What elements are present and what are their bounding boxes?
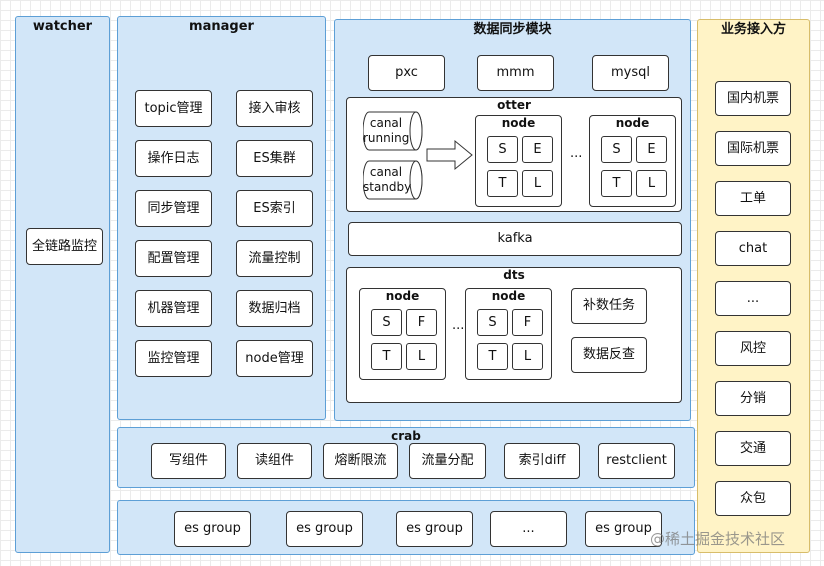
- manager-item[interactable]: 机器管理: [135, 290, 212, 327]
- node-cell-f: F: [512, 309, 543, 336]
- node-cell-f: F: [406, 309, 437, 336]
- business-title: 业务接入方: [720, 22, 786, 37]
- node-cell-t: T: [371, 343, 402, 370]
- dts-container: dts node S F T L ... node S F T L 补数任务 数…: [346, 267, 682, 403]
- es-group-ellipsis-box[interactable]: ...: [490, 511, 567, 547]
- watermark: @稀土掘金技术社区: [650, 530, 786, 548]
- es-group-box[interactable]: es group: [286, 511, 363, 547]
- node-cell-l: L: [406, 343, 437, 370]
- arrow-right-icon: [426, 139, 473, 171]
- crab-item[interactable]: 读组件: [237, 443, 312, 479]
- otter-container: otter canal running canal standby node S…: [346, 97, 682, 212]
- manager-item[interactable]: 操作日志: [135, 140, 212, 177]
- manager-item[interactable]: topic管理: [135, 90, 212, 127]
- manager-item[interactable]: 流量控制: [236, 240, 313, 277]
- node-cell-l: L: [512, 343, 543, 370]
- node-cell-s: S: [371, 309, 402, 336]
- es-group-box[interactable]: es group: [585, 511, 662, 547]
- canal-running-line2: running: [363, 131, 410, 145]
- es-group-box[interactable]: es group: [396, 511, 473, 547]
- dts-title: dts: [503, 268, 525, 282]
- source-pxc[interactable]: pxc: [368, 55, 445, 91]
- crab-item[interactable]: 写组件: [151, 443, 226, 479]
- data-sync-title: 数据同步模块: [473, 22, 552, 37]
- source-mmm[interactable]: mmm: [477, 55, 554, 91]
- kafka-box[interactable]: kafka: [348, 222, 682, 256]
- dts-node[interactable]: node S F T L: [465, 288, 552, 380]
- business-panel: 业务接入方 国内机票 国际机票 工单 chat ... 风控 分销 交通 众包: [697, 19, 810, 553]
- node-cell-s: S: [487, 136, 518, 163]
- otter-title: otter: [497, 98, 531, 112]
- manager-item[interactable]: 同步管理: [135, 190, 212, 227]
- node-cell-l: L: [522, 170, 553, 197]
- manager-item[interactable]: 监控管理: [135, 340, 212, 377]
- node-cell-l: L: [636, 170, 667, 197]
- business-item[interactable]: 国际机票: [715, 131, 791, 166]
- otter-node[interactable]: node S E T L: [589, 115, 676, 207]
- business-item[interactable]: 交通: [715, 431, 791, 466]
- reverse-query-box[interactable]: 数据反查: [571, 337, 647, 373]
- business-item[interactable]: 国内机票: [715, 81, 791, 116]
- node-cell-t: T: [601, 170, 632, 197]
- cylinder-shape: [362, 111, 423, 151]
- watcher-title: watcher: [32, 19, 93, 34]
- crab-item[interactable]: 索引diff: [504, 443, 580, 479]
- node-cell-t: T: [477, 343, 508, 370]
- manager-item[interactable]: node管理: [236, 340, 313, 377]
- manager-item[interactable]: ES索引: [236, 190, 313, 227]
- canal-standby-cylinder[interactable]: canal standby: [362, 160, 425, 200]
- node-cell-e: E: [522, 136, 553, 163]
- business-item[interactable]: 风控: [715, 331, 791, 366]
- manager-item[interactable]: 配置管理: [135, 240, 212, 277]
- otter-ellipsis: ...: [570, 146, 583, 161]
- crab-item[interactable]: 熔断限流: [323, 443, 398, 479]
- node-title: node: [501, 116, 536, 130]
- manager-panel: manager topic管理 接入审核 操作日志 ES集群 同步管理 ES索引…: [117, 16, 326, 420]
- node-cell-t: T: [487, 170, 518, 197]
- node-cell-s: S: [477, 309, 508, 336]
- business-item[interactable]: 工单: [715, 181, 791, 216]
- manager-item[interactable]: 数据归档: [236, 290, 313, 327]
- manager-item[interactable]: ES集群: [236, 140, 313, 177]
- node-cell-s: S: [601, 136, 632, 163]
- canal-standby-line1: canal: [369, 165, 403, 179]
- manager-title: manager: [189, 19, 254, 34]
- crab-item[interactable]: restclient: [598, 443, 675, 479]
- crab-item[interactable]: 流量分配: [409, 443, 486, 479]
- business-item[interactable]: chat: [715, 231, 791, 266]
- node-title: node: [385, 289, 420, 303]
- dts-ellipsis: ...: [452, 318, 465, 333]
- node-title: node: [491, 289, 526, 303]
- backfill-task-box[interactable]: 补数任务: [571, 288, 647, 324]
- business-item[interactable]: 众包: [715, 481, 791, 516]
- dts-node[interactable]: node S F T L: [359, 288, 446, 380]
- es-group-box[interactable]: es group: [174, 511, 251, 547]
- canal-standby-line2: standby: [363, 180, 412, 194]
- es-panel: es group es group es group ... es group: [117, 500, 695, 555]
- business-item[interactable]: ...: [715, 281, 791, 316]
- crab-title: crab: [391, 429, 421, 443]
- node-cell-e: E: [636, 136, 667, 163]
- source-mysql[interactable]: mysql: [592, 55, 669, 91]
- manager-item[interactable]: 接入审核: [236, 90, 313, 127]
- crab-panel: crab 写组件 读组件 熔断限流 流量分配 索引diff restclient: [117, 427, 695, 488]
- watcher-panel: watcher 全链路监控: [15, 16, 110, 553]
- data-sync-panel: 数据同步模块 pxc mmm mysql otter canal running…: [334, 19, 691, 421]
- cylinder-shape: [362, 160, 423, 200]
- canal-running-line1: canal: [369, 116, 403, 130]
- node-title: node: [615, 116, 650, 130]
- business-item[interactable]: 分销: [715, 381, 791, 416]
- canal-running-cylinder[interactable]: canal running: [362, 111, 425, 151]
- full-link-monitor-box[interactable]: 全链路监控: [26, 228, 103, 265]
- otter-node[interactable]: node S E T L: [475, 115, 562, 207]
